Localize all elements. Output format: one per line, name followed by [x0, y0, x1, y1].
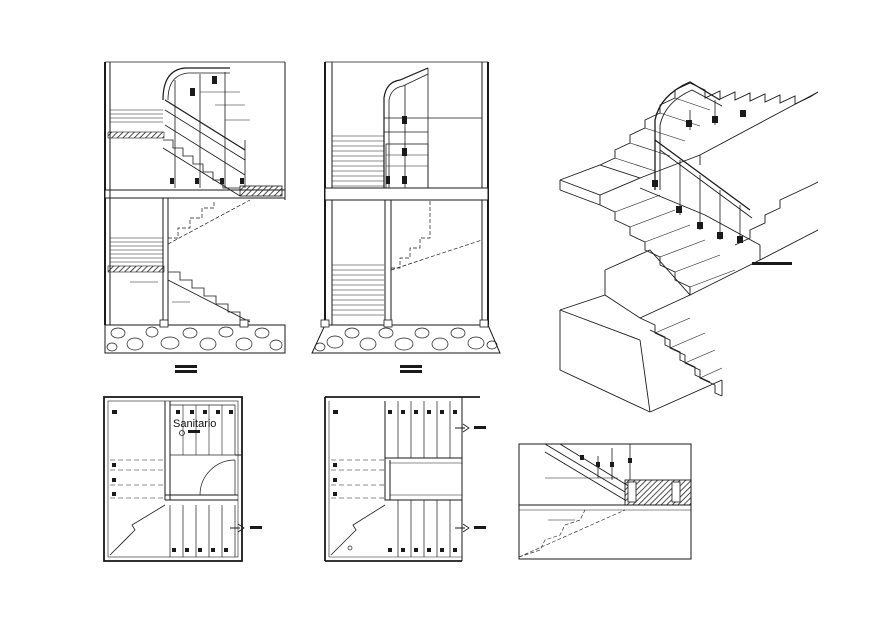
floor-plan-upper [324, 396, 486, 562]
section-a-title [175, 365, 197, 373]
room-label-sanitario: Sanitario [173, 418, 216, 430]
floor-plan-lower [103, 396, 262, 562]
section-b-title [400, 365, 422, 373]
section-a-elevation [104, 61, 286, 354]
landing-detail-section [518, 443, 692, 560]
isometric-stair-view [559, 81, 819, 413]
section-b-elevation [311, 61, 501, 354]
